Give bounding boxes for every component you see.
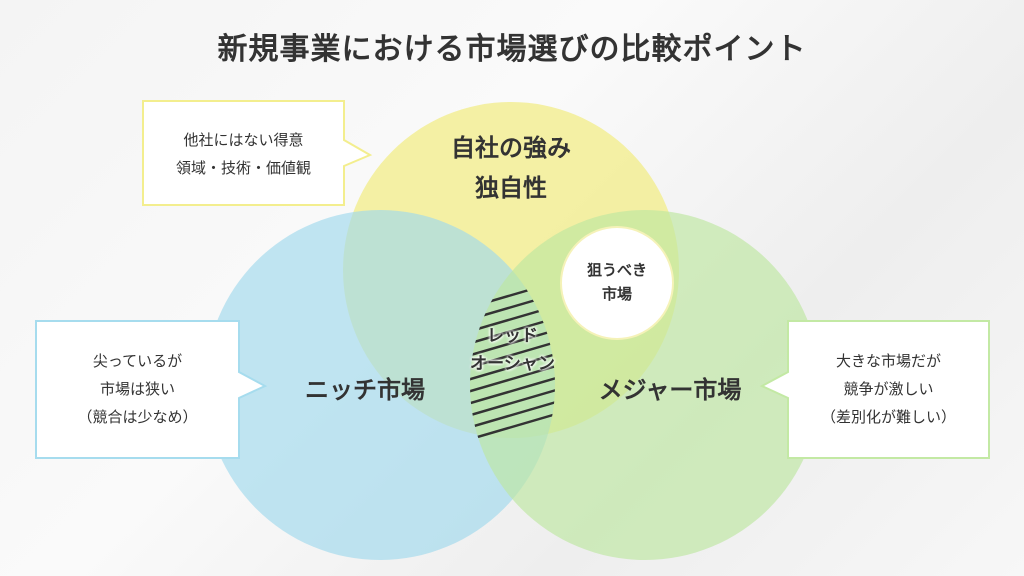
niche-callout-box [35,320,268,459]
major-callout: 大きな市場だが 競争が激しい （差別化が難しい） [788,347,989,431]
hatch-line [470,384,555,426]
target-line1: 狙うべき [586,261,647,279]
hatch-line [470,360,555,402]
strength-callout-box [142,100,373,206]
hatch-line [470,336,555,378]
niche-callout-line3: （競合は少なめ） [77,408,198,426]
major-callout-line2: 競争が激しい [843,380,934,398]
niche-callout-line1: 尖っているが [92,352,183,370]
red-ocean-label: レッド オーシャン [440,322,585,378]
major-callout-line1: 大きな市場だが [835,352,941,370]
red-ocean-line1: レッド [487,326,538,346]
strength-label: 自社の強み 独自性 [411,128,611,208]
major-label: メジャー市場 [598,376,742,404]
niche-circle [205,210,555,560]
target-market-circle [560,226,674,340]
niche-label: ニッチ市場 [305,376,425,404]
strength-label-line1: 自社の強み [451,134,571,162]
major-callout-line3: （差別化が難しい） [820,408,956,426]
strength-callout: 他社にはない得意 領域・技術・価値観 [143,126,344,182]
hatch-line [470,408,555,450]
niche-callout-line2: 市場は狭い [99,380,175,398]
hatch-line [470,348,555,390]
hatch-line [470,372,555,414]
target-line2: 市場 [601,285,632,303]
strength-callout-line2: 領域・技術・価値観 [175,159,311,177]
target-market-label: 狙うべき 市場 [562,258,672,306]
page-title: 新規事業における市場選びの比較ポイント [217,32,807,67]
red-ocean-line2: オーシャン [470,354,555,374]
major-callout-box [759,320,990,459]
niche-callout: 尖っているが 市場は狭い （競合は少なめ） [36,347,239,431]
major-circle [470,210,820,560]
strength-label-line2: 独自性 [475,174,547,202]
hatch-line [470,396,555,438]
strength-callout-line1: 他社にはない得意 [183,131,304,149]
